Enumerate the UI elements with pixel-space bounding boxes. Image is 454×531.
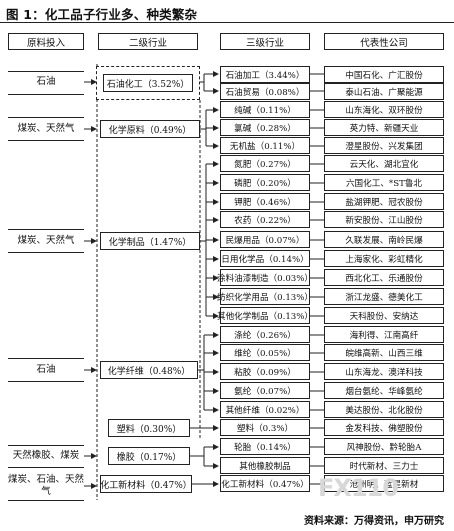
level3-item: 钾肥（0.46%） bbox=[220, 193, 310, 210]
raw-line bbox=[8, 381, 84, 382]
raw-line bbox=[8, 358, 84, 359]
header-level3: 三级行业 bbox=[220, 33, 310, 50]
company-item: 泰山石油、广聚能源 bbox=[324, 83, 444, 100]
level2-chemical-fiber: 化学纤维（0.48%） bbox=[100, 361, 198, 379]
raw-line bbox=[8, 229, 84, 230]
raw-input-rubber-coal: 天然橡胶、煤炭 bbox=[12, 450, 80, 461]
level3-item: 其他橡胶制品 bbox=[220, 457, 310, 474]
header-companies: 代表性公司 bbox=[324, 33, 444, 50]
company-item: 沧州明、蓝星新材 bbox=[324, 475, 444, 492]
level3-item: 轮胎（0.14%） bbox=[220, 438, 310, 455]
level3-item: 无机盐（0.11%） bbox=[220, 137, 310, 154]
company-item: 澄星股份、兴发集团 bbox=[324, 137, 444, 154]
watermark-logo: FX110 bbox=[318, 474, 399, 502]
company-item: 皖维高新、山西三维 bbox=[324, 344, 444, 361]
company-item: 新安股份、江山股份 bbox=[324, 211, 444, 228]
level2-new-materials: 化工新材料（0.47%） bbox=[100, 475, 192, 493]
company-item: 浙江龙盛、德美化工 bbox=[324, 288, 444, 305]
level3-item: 民爆用品（0.07%） bbox=[220, 231, 310, 248]
header-level2: 二级行业 bbox=[98, 33, 198, 50]
company-item: 盐湖钾肥、冠农股份 bbox=[324, 193, 444, 210]
raw-line bbox=[8, 467, 84, 468]
raw-input-oil: 石油 bbox=[36, 76, 56, 87]
company-item: 美达股份、北化股份 bbox=[324, 401, 444, 418]
level3-item: 粘胶（0.09%） bbox=[220, 363, 310, 380]
company-item: 西北化工、乐通股份 bbox=[324, 269, 444, 286]
company-item: 久联发展、南岭民爆 bbox=[324, 231, 444, 248]
level3-item: 纺织化学用品（0.13%） bbox=[217, 288, 313, 305]
level3-item: 其他化学制品（0.13%） bbox=[217, 307, 313, 324]
level3-item: 塑料（0.3%） bbox=[220, 419, 310, 436]
company-item: 时代新材、三力士 bbox=[324, 457, 444, 474]
level3-item: 化工新材料（0.47%） bbox=[220, 475, 310, 492]
company-item: 烟台氨纶、华峰氨纶 bbox=[324, 382, 444, 399]
level2-petrochemical: 石油化工（3.52%） bbox=[103, 74, 193, 92]
level3-item: 维纶（0.05%） bbox=[220, 344, 310, 361]
raw-line bbox=[8, 252, 84, 253]
title-rule bbox=[0, 22, 454, 23]
company-item: 风神股份、黔轮胎A bbox=[324, 438, 444, 455]
company-item: 海利得、江南高纤 bbox=[324, 326, 444, 343]
raw-line bbox=[8, 117, 84, 118]
level3-item: 氮肥（0.27%） bbox=[220, 155, 310, 172]
level3-item: 氯碱（0.28%） bbox=[220, 119, 310, 136]
level3-item: 涤纶（0.26%） bbox=[220, 326, 310, 343]
company-item: 中国石化、广汇股份 bbox=[324, 66, 444, 83]
raw-line bbox=[8, 445, 84, 446]
level3-item: 日用化学品（0.14%） bbox=[220, 250, 310, 267]
raw-line bbox=[8, 140, 84, 141]
level3-item: 涂料油漆制造（0.03%） bbox=[217, 269, 313, 286]
company-item: 天科股份、安纳达 bbox=[324, 307, 444, 324]
raw-line bbox=[8, 94, 84, 95]
level3-item: 农药（0.22%） bbox=[220, 211, 310, 228]
level3-item: 氨纶（0.07%） bbox=[220, 382, 310, 399]
company-item: 山东海龙、澳洋科技 bbox=[324, 363, 444, 380]
company-item: 六国化工、*ST鲁北 bbox=[324, 174, 444, 191]
company-item: 山东海化、双环股份 bbox=[324, 101, 444, 118]
raw-input-coal-gas-2: 煤炭、天然气 bbox=[17, 235, 75, 246]
level2-chemical-raw: 化学原料（0.49%） bbox=[100, 120, 200, 138]
raw-line bbox=[8, 71, 84, 72]
level2-chemical-products: 化学制品（1.47%） bbox=[100, 232, 200, 250]
company-item: 云天化、湖北宜化 bbox=[324, 155, 444, 172]
company-item: 上海家化、彩虹精化 bbox=[324, 250, 444, 267]
level3-item: 纯碱（0.11%） bbox=[220, 101, 310, 118]
level3-item: 其他纤维（0.02%） bbox=[220, 401, 310, 418]
figure-title: 图 1：化工品子行业多、种类繁杂 bbox=[6, 7, 198, 22]
level2-plastics: 塑料（0.30%） bbox=[108, 419, 190, 437]
raw-line bbox=[8, 500, 84, 501]
company-item: 金发科技、佛塑股份 bbox=[324, 419, 444, 436]
level3-item: 石油加工（3.44%） bbox=[220, 66, 310, 83]
source-note: 资料来源：万得资讯，申万研究 bbox=[304, 516, 444, 527]
level3-item: 磷肥（0.20%） bbox=[220, 174, 310, 191]
level2-rubber: 橡胶（0.17%） bbox=[108, 447, 190, 465]
raw-input-coal-oil-gas: 煤炭、石油、天然气 bbox=[8, 474, 85, 497]
company-item: 英力特、新疆天业 bbox=[324, 119, 444, 136]
level2-group-petro: 石油化工（3.52%） bbox=[96, 66, 200, 100]
raw-input-coal-gas: 煤炭、天然气 bbox=[17, 123, 75, 134]
level3-item: 石油贸易（0.08%） bbox=[220, 83, 310, 100]
raw-input-oil-2: 石油 bbox=[36, 364, 56, 375]
header-raw-inputs: 原料投入 bbox=[8, 33, 84, 50]
